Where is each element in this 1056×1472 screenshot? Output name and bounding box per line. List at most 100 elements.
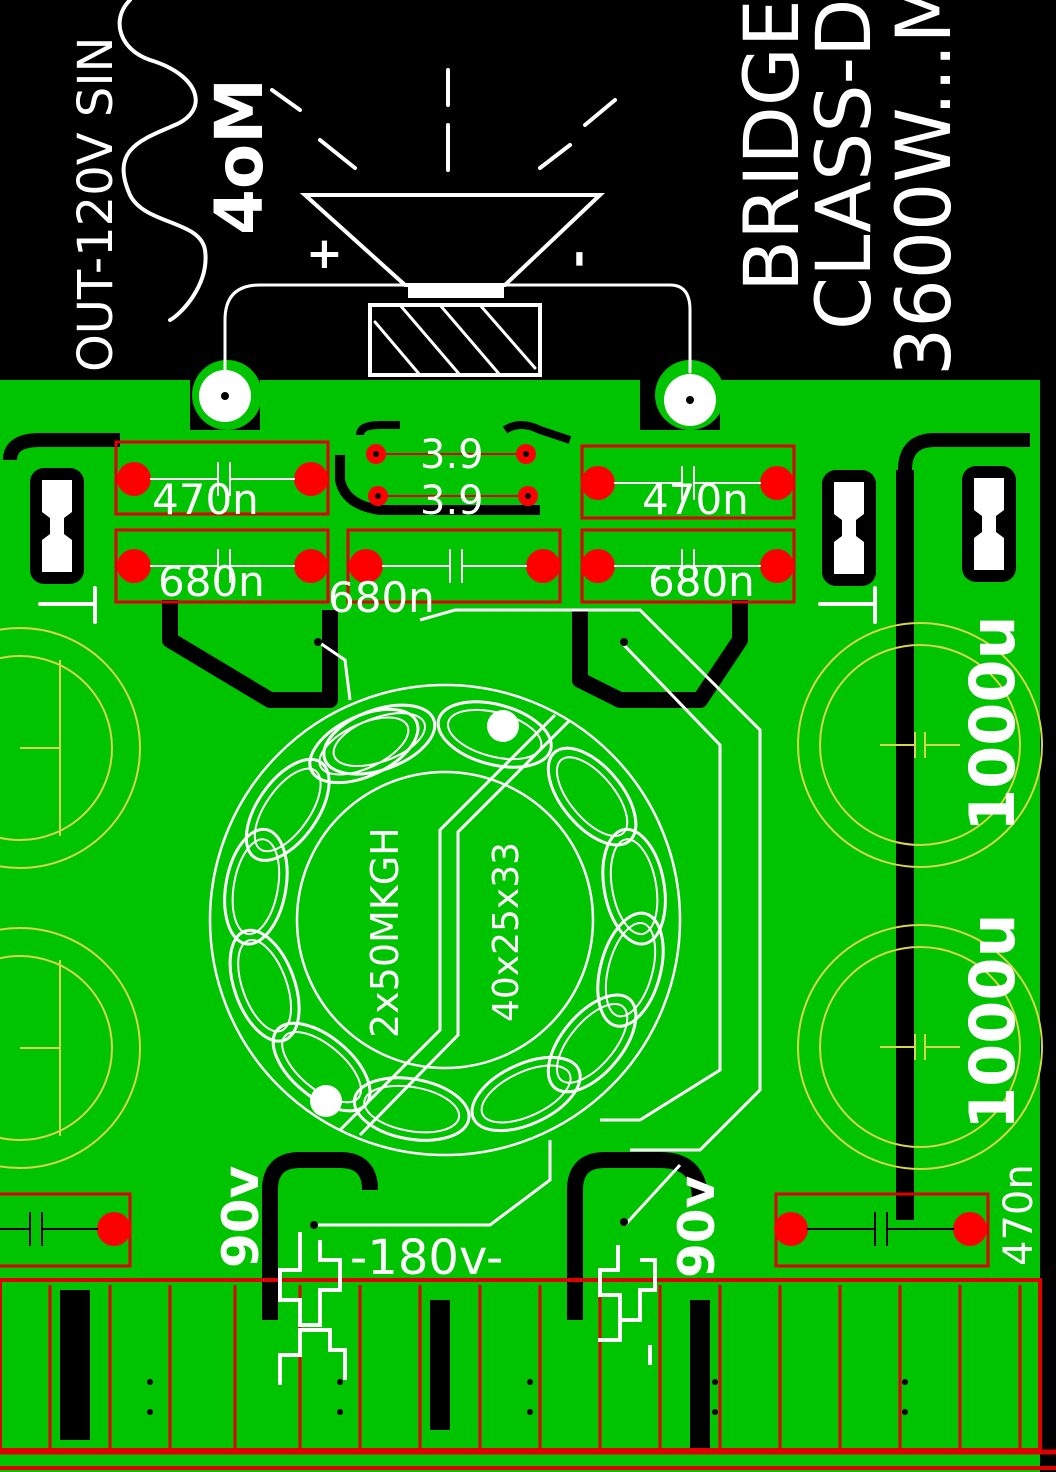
elec-left-bot [0, 927, 141, 1169]
pad-c470l-2 [294, 462, 328, 496]
pwm-symbol-left [278, 1232, 347, 1385]
copper-top-band [0, 380, 1040, 1472]
speaker-pads [192, 360, 725, 430]
cap-470-left-value: 470n [152, 475, 259, 524]
winding-lead-diagonal [338, 713, 572, 1137]
pad-c470b-1 [774, 1212, 808, 1246]
inductor-wire-label: 2x50MKGH [363, 827, 407, 1038]
sym-c680l [150, 549, 295, 583]
bank-via [527, 1379, 533, 1385]
toroid-winding-turn [223, 827, 289, 946]
gap-left-column [3, 433, 120, 461]
hole-r2-1 [375, 493, 381, 499]
term-dot-br [620, 1218, 628, 1226]
lead-to-left-top [319, 641, 352, 701]
speaker-lead-right [503, 283, 692, 374]
toroid-winding-turn [436, 700, 553, 769]
ground-symbol-right [818, 586, 877, 624]
electrolytic-outlines [0, 622, 1043, 1170]
toroid-winding-turn [601, 827, 667, 946]
hole-r1-2 [523, 451, 529, 457]
sym-c470l [150, 462, 295, 496]
title-line3: 3600W...MA [879, 0, 968, 376]
pad-c680m-1 [349, 549, 383, 583]
elec-left-bot-inner [0, 955, 113, 1141]
elec-bottom-value: 1000u [956, 913, 1029, 1130]
cap-680-right-value: 680n [648, 557, 755, 606]
toroid-winding-turn [352, 1076, 471, 1142]
toroid-winding-inner [609, 838, 659, 936]
toroid-winding-inner [253, 767, 322, 853]
speaker-magnet-hatch [373, 303, 537, 377]
resistor-r1-value: 3.9 [420, 432, 484, 478]
speaker-minus-label: - [552, 250, 603, 268]
sym-c470r [614, 466, 761, 500]
voltage-left-label: 90v [212, 1166, 270, 1268]
cap-470-right-value: 470n [642, 475, 749, 524]
jumper-left [30, 468, 84, 584]
voltage-right-label: 90v [668, 1176, 726, 1278]
speaker-plus-label: + [306, 228, 343, 279]
toroid-winding-inner [231, 838, 281, 936]
toroid-winding-turn [596, 911, 665, 1028]
elec-right-top-mark [880, 732, 960, 758]
toroid-winding-turn [470, 1055, 582, 1133]
gap-center-top2 [356, 421, 400, 436]
pads [97, 444, 987, 1246]
toroid-inner [295, 770, 595, 1070]
bank-slot-2 [430, 1300, 450, 1430]
gap-center-top3 [502, 421, 572, 444]
elec-right-bot [797, 924, 1043, 1170]
toroid-winding-inner [555, 756, 629, 837]
toroid-inductor [208, 608, 762, 1227]
gap-right-column-top [898, 433, 1030, 471]
toroid-winding-inner [363, 1084, 461, 1134]
pad-c470b-2 [953, 1212, 987, 1246]
gap-left-funnel [162, 600, 338, 708]
hole-r2-2 [525, 493, 531, 499]
cap-680-left-value: 680n [158, 557, 265, 606]
sym-c680r [614, 549, 761, 583]
speaker-magnet-icon [368, 303, 542, 377]
resistor-r2-value: 3.9 [420, 478, 484, 524]
pad-c680l-2 [294, 549, 328, 583]
toroid-winding-turn [244, 757, 331, 862]
output-label: OUT-120V SIN [68, 37, 124, 372]
title-line2: CLASS-D [799, 0, 888, 330]
term-dot-tl [314, 638, 322, 646]
pad-c470r-2 [760, 466, 794, 500]
elec-left-top-mark [20, 660, 61, 836]
toroid-windings [223, 700, 667, 1142]
pad-c680l-1 [117, 549, 151, 583]
pad-c470r-1 [581, 466, 615, 500]
silkscreen-graphics [38, 0, 877, 624]
bank-slot-1 [60, 1290, 90, 1440]
gap-center-top [335, 455, 540, 515]
term-dot-tr [620, 638, 628, 646]
toroid-winding-turn [308, 707, 420, 785]
sound-rays-icon [270, 68, 617, 172]
bank-via [147, 1379, 153, 1385]
pwm-waveform-symbols [278, 1232, 657, 1385]
jumpers [30, 466, 1016, 586]
inductor-core-label: 40x25x33 [486, 842, 527, 1022]
terminal-dots [310, 638, 628, 1229]
pad-c680r-2 [760, 549, 794, 583]
elec-right-bot-mark [880, 1034, 960, 1060]
speaker-lead-left [223, 283, 407, 372]
jumper-mid [822, 470, 876, 586]
bank-via [902, 1379, 908, 1385]
toroid-winding-inner [604, 921, 657, 1018]
bank-slot-3 [690, 1300, 710, 1450]
lead-octagon [419, 608, 762, 1152]
toroid-winding-inner [480, 1064, 572, 1124]
toroid-winding-turn [228, 928, 301, 1043]
bank-via [712, 1409, 718, 1415]
jumper-right [962, 466, 1016, 582]
toroid-winding-inner [318, 716, 410, 776]
gap-bottom-right [567, 1152, 708, 1320]
bank-via [712, 1379, 718, 1385]
elec-top-value: 1000u [956, 615, 1029, 832]
cap-680-mid-value: 680n [328, 573, 435, 622]
